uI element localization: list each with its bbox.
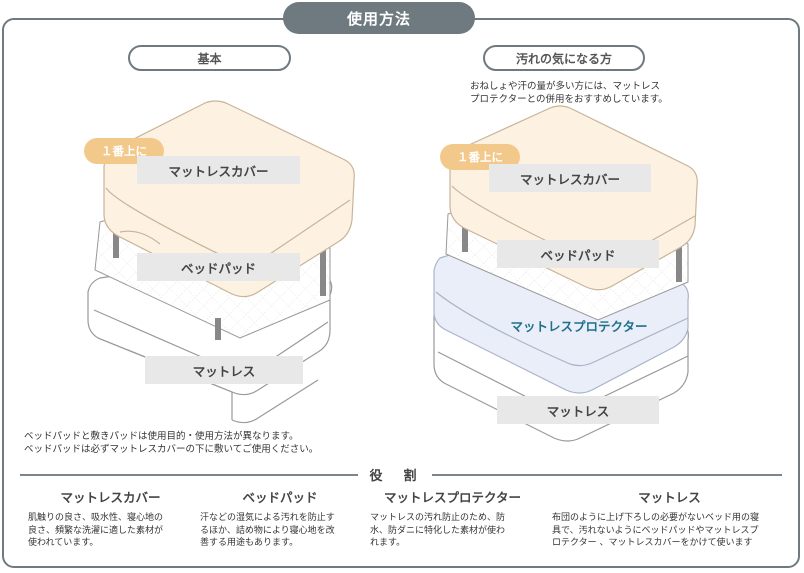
- roles-divider-left: [20, 474, 358, 476]
- role-desc-line: 使われています。: [28, 538, 99, 548]
- dirt-intro-line: プロテクターとの併用をおすすめしています。: [470, 94, 668, 105]
- role-item-pad: ベッドパッド 汗などの湿気による汚れを防止す るほか、詰め物により寝心地を改 善…: [200, 487, 360, 550]
- basic-note-line: ベッドパッドは必ずマットレスカバーの下に敷いてご使用ください。: [24, 444, 319, 455]
- role-name: マットレス: [638, 490, 701, 505]
- role-desc: 汗などの湿気による汚れを防止す るほか、詰め物により寝心地を改 善する用途もあり…: [200, 512, 360, 550]
- role-item-cover: マットレスカバー 肌触りの良さ、吸水性、寝心地の 良さ、頻繁な洗濯に適した素材が…: [28, 487, 193, 550]
- role-desc-line: 肌触りの良さ、吸水性、寝心地の: [28, 513, 164, 523]
- left-label-cover: マットレスカバー: [137, 156, 300, 184]
- role-name: マットレスカバー: [60, 490, 161, 505]
- role-desc-line: 具で、汚れないようにベッドパッドやマットレスプ: [552, 525, 759, 536]
- right-top-badge: １番上に: [440, 144, 520, 170]
- role-desc: 布団のように上げ下ろしの必要がないベッド用の寝 具で、汚れないようにベッドパッド…: [552, 512, 787, 550]
- right-label-cover: マットレスカバー: [489, 164, 651, 192]
- role-item-protector: マットレスプロテクター マットレスの汚れ防止のため、防 水、防ダニに特化した素材…: [370, 487, 535, 550]
- dirt-intro-line: おねしょや汗の量が多い方には、マットレス: [470, 81, 661, 92]
- role-desc-line: ロテクター 、マットレスカバーをかけて使います: [552, 538, 753, 548]
- role-desc-line: るほか、詰め物により寝心地を改: [200, 525, 335, 536]
- role-desc-line: 良さ、頻繁な洗濯に適した素材が: [28, 525, 164, 536]
- left-label-pad: ベッドパッド: [137, 253, 300, 281]
- role-desc-line: 布団のように上げ下ろしの必要がないベッド用の寝: [552, 513, 760, 523]
- dirt-intro: おねしょや汗の量が多い方には、マットレス プロテクターとの併用をおすすめしていま…: [470, 80, 668, 106]
- roles-title: 役 割: [369, 469, 421, 484]
- basic-heading: 基本: [128, 45, 291, 71]
- role-desc-line: マットレスの汚れ防止のため、防: [370, 513, 506, 523]
- role-desc-line: 汗などの湿気による汚れを防止す: [200, 513, 335, 523]
- right-label-mattress: マットレス: [497, 396, 659, 424]
- role-name: マットレスプロテクター: [383, 490, 521, 505]
- role-desc-line: 水、防ダニに特化した素材が使わ: [370, 525, 506, 536]
- left-label-mattress: マットレス: [145, 356, 303, 384]
- right-label-protector: マットレスプロテクター: [510, 318, 648, 334]
- role-desc: 肌触りの良さ、吸水性、寝心地の 良さ、頻繁な洗濯に適した素材が 使われています。: [28, 512, 193, 550]
- role-item-mattress: マットレス 布団のように上げ下ろしの必要がないベッド用の寝 具で、汚れないように…: [552, 487, 787, 550]
- basic-note-line: ベッドパッドと敷きパッドは使用目的・使用方法が異なります。: [24, 431, 299, 442]
- dirt-heading: 汚れの気になる方: [483, 45, 645, 71]
- role-desc: マットレスの汚れ防止のため、防 水、防ダニに特化した素材が使わ れます。: [370, 512, 535, 550]
- role-name: ベッドパッド: [242, 490, 318, 505]
- basic-note: ベッドパッドと敷きパッドは使用目的・使用方法が異なります。 ベッドパッドは必ずマ…: [24, 430, 318, 456]
- roles-divider-right: [432, 474, 782, 476]
- role-desc-line: れます。: [370, 538, 406, 548]
- right-label-pad: ベッドパッド: [497, 240, 659, 268]
- role-desc-line: 善する用途もあります。: [200, 538, 299, 548]
- usage-title: 使用方法: [283, 2, 475, 34]
